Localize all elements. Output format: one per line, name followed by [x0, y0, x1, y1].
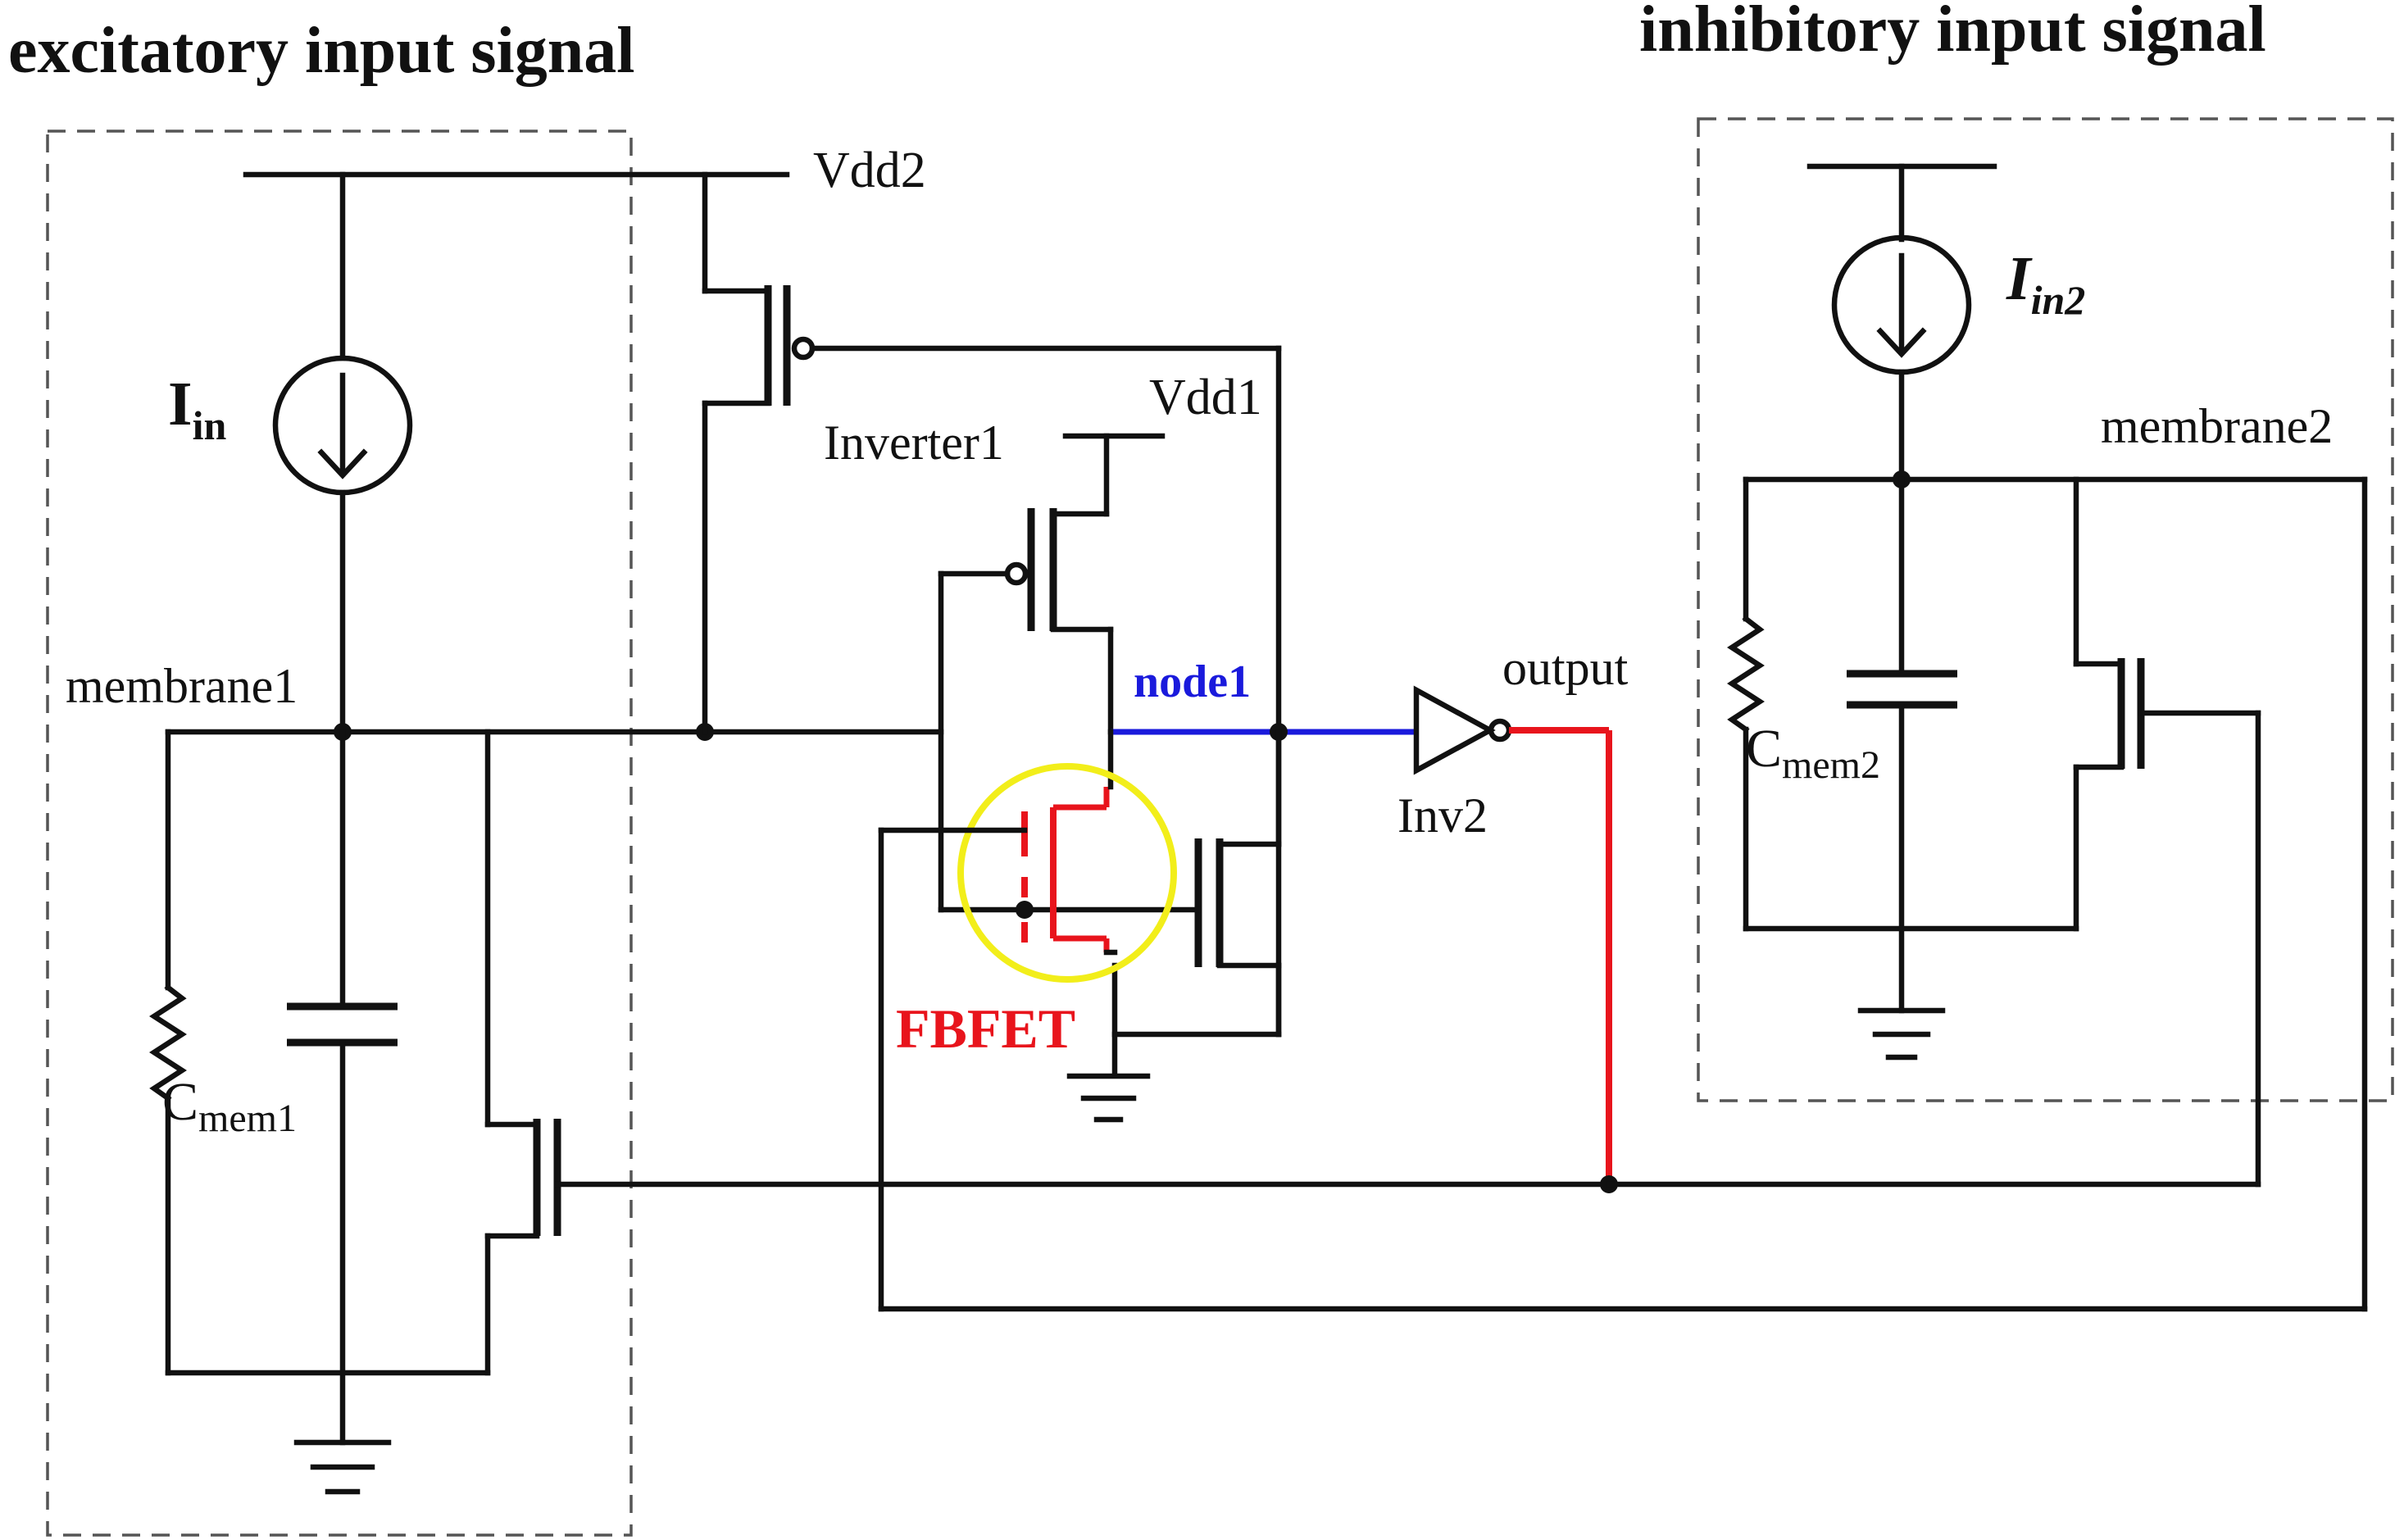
iin2-label: Iin2: [2006, 244, 2085, 323]
inv2-label: Inv2: [1397, 788, 1488, 843]
vdd1-label: Vdd1: [1149, 370, 1262, 425]
membrane2-label: membrane2: [2101, 399, 2333, 453]
inverter1-nmos: [938, 729, 1282, 1077]
ground-symbol-1: [293, 1439, 392, 1495]
inhibitory-box: [1697, 117, 2394, 1102]
excitatory-title: excitatory input signal: [8, 15, 634, 87]
inverter1-label: Inverter1: [824, 416, 1004, 470]
fbfet-label: FBFET: [896, 997, 1075, 1060]
ground-symbol-2: [1857, 1007, 1946, 1061]
membrane1-label: membrane1: [66, 659, 298, 713]
vdd2-label: Vdd2: [813, 143, 926, 198]
vdd2-pmos: [702, 171, 1282, 1038]
excitatory-box: [46, 129, 633, 1537]
iin-label: Iin: [168, 370, 226, 448]
membrane1-resistor: [149, 729, 187, 1376]
inhibitory-title: inhibitory input signal: [1639, 0, 2266, 66]
feedback-loop-wire: [878, 476, 2368, 1312]
cmem2-label: Cmem2: [1746, 719, 1880, 787]
cmem2-capacitor: [1847, 476, 1957, 1014]
fbfet-device: [1021, 787, 1110, 952]
fbfet-gate-junction: [1016, 901, 1034, 919]
cmem1-label: Cmem1: [162, 1072, 297, 1140]
membrane2-resistor: [1727, 476, 1765, 932]
output-wire: [1509, 727, 1612, 1184]
output-label: output: [1502, 641, 1629, 695]
fbfet-highlight-circle: [957, 763, 1177, 983]
node1-label: node1: [1134, 656, 1251, 707]
excitatory-current-source: [272, 171, 413, 735]
reset-nmos-2: [2073, 476, 2261, 1188]
inverter1-pmos: [938, 433, 1114, 913]
reset-nmos-1: [484, 729, 1612, 1376]
cmem1-capacitor: [287, 729, 398, 1446]
inhibitory-current-source: [1831, 163, 1972, 483]
inv2-symbol: [1413, 685, 1512, 775]
ground-symbol-inverter: [1066, 1073, 1151, 1123]
